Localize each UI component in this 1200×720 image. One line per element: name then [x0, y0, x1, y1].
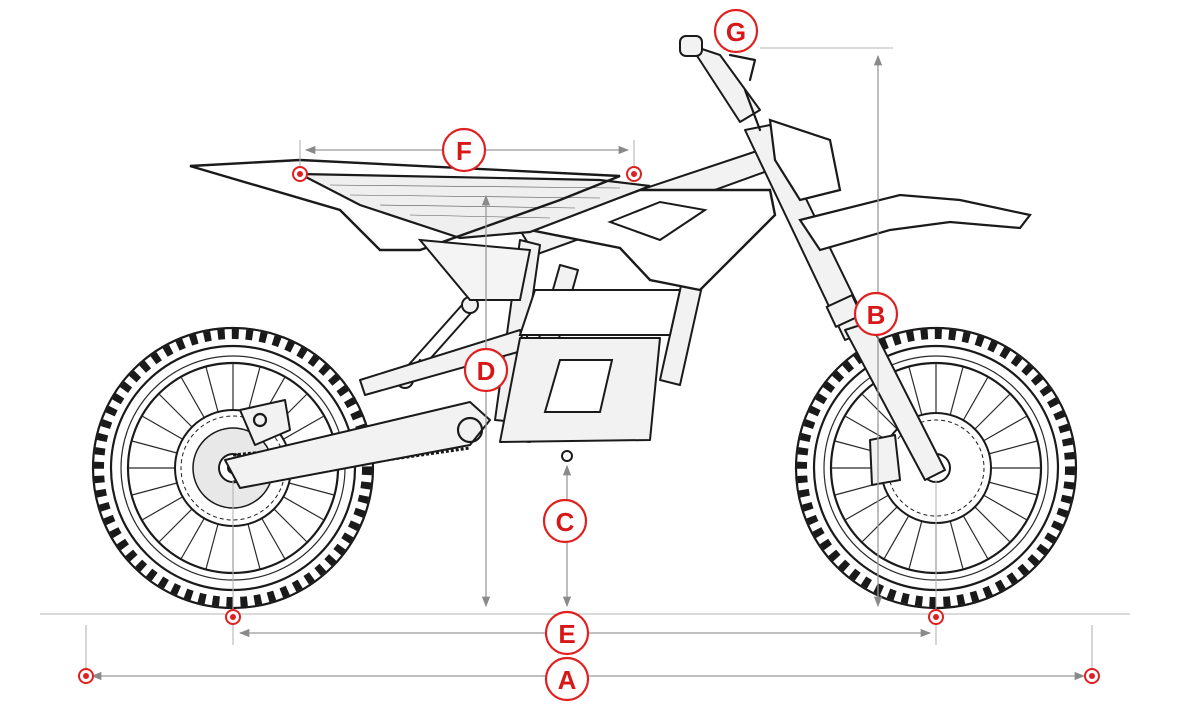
label-g-text: G [726, 17, 746, 47]
marker-point [1084, 668, 1100, 684]
label-d: D [463, 347, 509, 393]
reference-markers [78, 166, 1100, 684]
front-fender [798, 193, 1032, 252]
tank-shroud [525, 188, 777, 292]
label-f-text: F [456, 136, 472, 166]
front-fork [744, 124, 946, 481]
marker-point [225, 609, 241, 625]
headlight-plate [768, 118, 842, 202]
label-d-text: D [477, 356, 496, 386]
label-c-text: C [556, 507, 575, 537]
label-b-text: B [867, 300, 886, 330]
dimension-labels: A B C D E F G [441, 8, 899, 702]
label-e: E [544, 610, 590, 656]
label-f: F [441, 127, 487, 173]
label-g: G [713, 8, 759, 54]
seat [299, 172, 651, 240]
label-a-text: A [558, 665, 577, 695]
swingarm [224, 401, 491, 489]
marker-point [928, 609, 944, 625]
motorcycle-illustration [91, 35, 1078, 610]
marker-point [626, 166, 642, 182]
marker-point [292, 166, 308, 182]
label-e-text: E [558, 619, 575, 649]
label-a: A [544, 656, 590, 702]
battery-box [499, 289, 682, 443]
label-c: C [542, 498, 588, 544]
marker-point [78, 668, 94, 684]
label-b: B [853, 291, 899, 337]
handlebars [679, 35, 762, 132]
